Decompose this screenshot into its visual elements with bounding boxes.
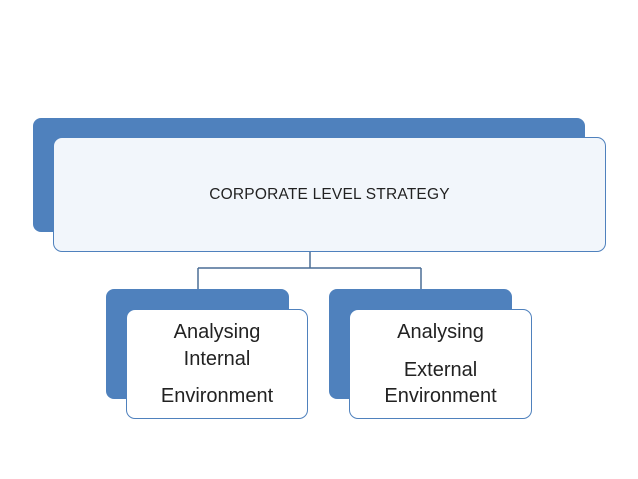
right-node-line-2: External	[403, 359, 478, 381]
right-node-box	[349, 309, 532, 419]
root-node-label: CORPORATE LEVEL STRATEGY	[209, 186, 450, 203]
left-node-box	[126, 309, 308, 419]
root-node-box	[53, 137, 606, 252]
left-node-line-3: Environment	[160, 385, 274, 407]
left-node-line-2: Internal	[183, 348, 251, 370]
right-node-line-3: Environment	[384, 385, 497, 407]
right-node-line-1: Analysing	[397, 321, 484, 343]
left-node-line-1: Analysing	[173, 321, 261, 343]
